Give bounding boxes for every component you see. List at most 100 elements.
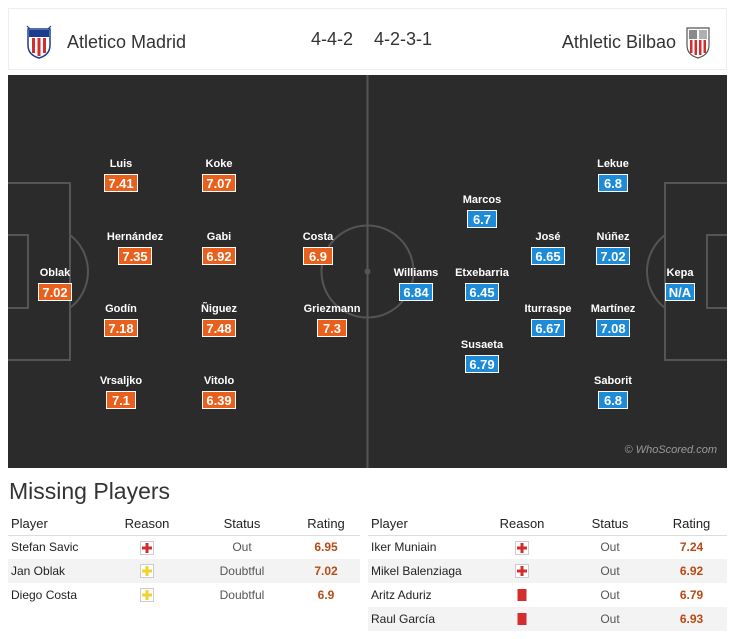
rating-value: 6.92 — [656, 559, 727, 583]
reason-column-header[interactable]: Reason — [102, 513, 192, 536]
player-rating: 6.8 — [598, 174, 628, 192]
home-missing-table: Player Reason Status Rating Stefan Savic… — [8, 513, 360, 607]
player-name: Ñiguez — [200, 303, 238, 315]
player-rating: 7.02 — [596, 247, 630, 265]
player-name: Lekue — [597, 158, 629, 170]
player-column-header[interactable]: Player — [8, 513, 102, 536]
rating-value: 6.95 — [314, 540, 338, 555]
player-rating: 7.41 — [104, 174, 138, 192]
status-text: Out — [600, 588, 620, 602]
away-player[interactable]: Saborit 6.8 — [573, 375, 653, 410]
player-rating: 6.7 — [467, 210, 497, 228]
away-team[interactable]: Athletic Bilbao — [562, 25, 712, 59]
player-rating: 6.39 — [202, 391, 236, 409]
player-rating: 7.08 — [596, 319, 630, 337]
away-player[interactable]: Núñez 7.02 — [573, 231, 653, 266]
away-player[interactable]: Marcos 6.7 — [442, 194, 522, 229]
status-text: Out — [600, 540, 620, 555]
match-header: Atletico Madrid 4-4-2 4-2-3-1 Athletic B… — [8, 8, 727, 70]
home-player[interactable]: Griezmann 7.3 — [292, 303, 372, 338]
home-player[interactable]: Oblak 7.02 — [15, 267, 95, 302]
player-name: Gabi — [206, 231, 232, 243]
injury-icon — [515, 564, 529, 579]
player-name: Griezmann — [303, 303, 361, 315]
player-name: Koke — [205, 158, 233, 170]
home-formation: 4-4-2 — [311, 29, 354, 49]
player-rating: 6.45 — [465, 283, 499, 301]
player-name[interactable]: Raul García — [368, 607, 480, 631]
status-text: Out — [564, 607, 656, 631]
table-row: Mikel Balenziaga Out 6.92 — [368, 559, 727, 583]
red-card-icon — [517, 613, 527, 626]
home-team-name: Atletico Madrid — [67, 31, 187, 52]
player-name: Marcos — [462, 194, 502, 206]
status-text: Doubtful — [192, 559, 292, 583]
home-player[interactable]: Hernández 7.35 — [95, 231, 175, 266]
away-formation: 4-2-3-1 — [374, 29, 433, 49]
away-player[interactable]: Martínez 7.08 — [573, 303, 653, 338]
doubtful-icon — [140, 588, 154, 603]
table-row: Diego Costa Doubtful 6.9 — [8, 583, 360, 607]
player-name[interactable]: Aritz Aduriz — [371, 588, 432, 602]
rating-column-header[interactable]: Rating — [656, 513, 727, 536]
away-player[interactable]: Kepa N/A — [640, 267, 720, 302]
status-column-header[interactable]: Status — [564, 513, 656, 536]
player-name: Saborit — [594, 375, 632, 387]
player-name: Luis — [109, 158, 133, 170]
player-name: Williams — [393, 267, 439, 279]
away-player[interactable]: Etxebarria 6.45 — [442, 267, 522, 302]
home-player[interactable]: Costa 6.9 — [278, 231, 358, 266]
player-rating: 6.92 — [202, 247, 236, 265]
player-name: Kepa — [666, 267, 694, 279]
player-name: José — [535, 231, 561, 243]
away-player[interactable]: Williams 6.84 — [376, 267, 456, 302]
away-player[interactable]: Susaeta 6.79 — [442, 339, 522, 374]
rating-value: 6.9 — [317, 588, 335, 602]
player-column-header[interactable]: Player — [368, 513, 480, 536]
player-name: Vrsaljko — [99, 375, 143, 387]
pitch: Oblak 7.02 Luis 7.41 Hernández 7.35 Godí… — [8, 75, 727, 468]
table-row: Aritz Aduriz Out 6.79 — [368, 583, 727, 607]
home-player[interactable]: Gabi 6.92 — [179, 231, 259, 266]
player-name[interactable]: Mikel Balenziaga — [368, 559, 480, 583]
home-player[interactable]: Luis 7.41 — [81, 158, 161, 193]
red-card-icon — [517, 589, 527, 602]
player-rating: 7.02 — [38, 283, 72, 301]
player-name: Costa — [302, 231, 334, 243]
table-header-row: Player Reason Status Rating — [8, 513, 360, 536]
player-rating: 7.3 — [317, 319, 347, 337]
player-rating: 7.07 — [202, 174, 236, 192]
watermark: © WhoScored.com — [624, 444, 717, 456]
reason-column-header[interactable]: Reason — [480, 513, 564, 536]
player-name[interactable]: Diego Costa — [11, 588, 78, 602]
away-team-name: Athletic Bilbao — [561, 31, 676, 52]
player-name: Oblak — [39, 267, 71, 279]
home-player[interactable]: Vrsaljko 7.1 — [81, 375, 161, 410]
player-rating: N/A — [664, 283, 696, 301]
status-text: Out — [232, 540, 252, 555]
player-name[interactable]: Iker Muniain — [371, 540, 437, 555]
bilbao-crest-icon — [686, 27, 710, 59]
injury-icon — [515, 540, 529, 555]
home-player[interactable]: Vitolo 6.39 — [179, 375, 259, 410]
away-player[interactable]: Iturraspe 6.67 — [508, 303, 588, 338]
away-player[interactable]: Lekue 6.8 — [573, 158, 653, 193]
away-player[interactable]: José 6.65 — [508, 231, 588, 266]
player-rating: 7.35 — [118, 247, 152, 265]
home-player[interactable]: Koke 7.07 — [179, 158, 259, 193]
status-column-header[interactable]: Status — [192, 513, 292, 536]
home-player[interactable]: Godín 7.18 — [81, 303, 161, 338]
player-name: Susaeta — [460, 339, 504, 351]
player-name[interactable]: Jan Oblak — [8, 559, 102, 583]
player-rating: 6.79 — [465, 355, 499, 373]
player-rating: 7.48 — [202, 319, 236, 337]
table-row: Stefan Savic Out 6.95 — [8, 535, 360, 559]
rating-column-header[interactable]: Rating — [292, 513, 360, 536]
home-team[interactable]: Atletico Madrid — [25, 25, 186, 59]
player-name[interactable]: Stefan Savic — [11, 540, 79, 555]
player-rating: 6.8 — [598, 391, 628, 409]
player-name: Godín — [105, 303, 137, 315]
home-player[interactable]: Ñiguez 7.48 — [179, 303, 259, 338]
player-rating: 6.84 — [399, 283, 433, 301]
